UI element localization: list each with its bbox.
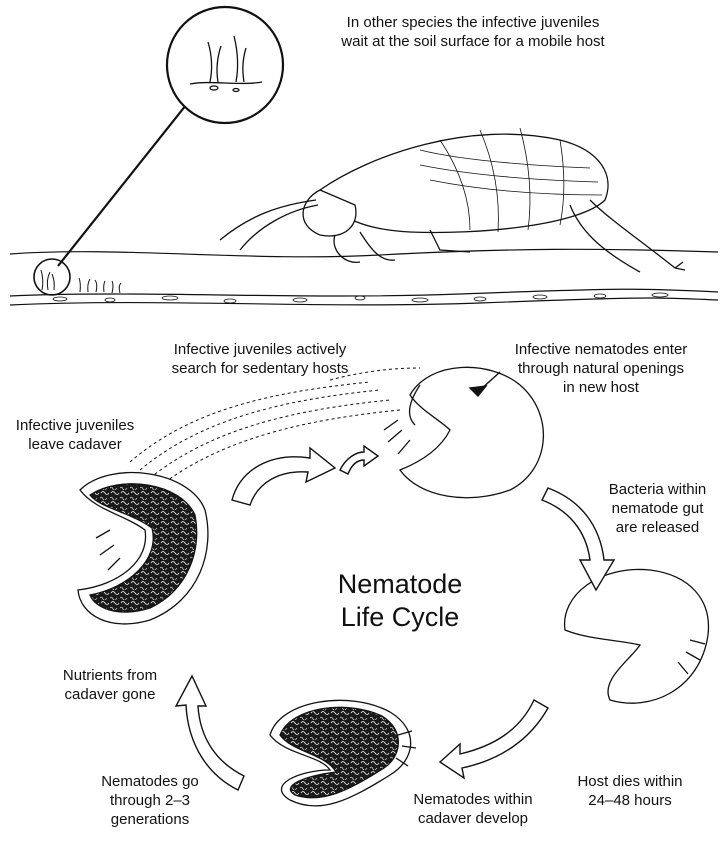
surface-juveniles (41, 270, 121, 293)
host-larva-dying (565, 569, 709, 703)
label-soil-surface-wait: In other species the infective juveniles… (298, 13, 648, 51)
diagram-title: Nematode Life Cycle (315, 568, 485, 634)
label-generations: Nematodes go through 2–3 generations (75, 772, 225, 829)
mole-cricket (220, 128, 685, 272)
label-leave-cadaver: Infective juveniles leave cadaver (0, 416, 150, 454)
cadaver-larva-left (78, 473, 208, 624)
soil-surface (10, 249, 718, 305)
label-enter-host: Infective nematodes enter through natura… (486, 340, 716, 397)
label-develop: Nematodes within cadaver develop (388, 790, 558, 828)
label-bacteria-released: Bacteria within nematode gut are release… (590, 480, 725, 537)
label-nutrients-gone: Nutrients from cadaver gone (30, 666, 190, 704)
label-active-search: Infective juveniles actively search for … (135, 340, 385, 378)
label-host-dies: Host dies within 24–48 hours (560, 772, 700, 810)
